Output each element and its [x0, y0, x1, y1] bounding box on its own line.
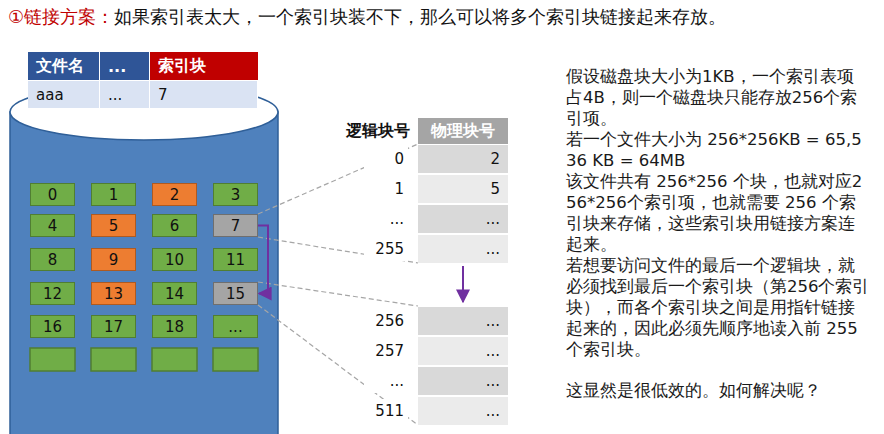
block-number: 11 — [226, 251, 245, 269]
disk-block: 2 — [152, 183, 197, 206]
table-cell: 索引块 — [150, 52, 258, 80]
index-cell: 257 — [364, 339, 408, 363]
block-number: 17 — [104, 318, 123, 336]
block-number: 8 — [48, 251, 58, 269]
disk-block: 18 — [152, 315, 197, 338]
block-number: 12 — [43, 285, 62, 303]
disk-block: 17 — [91, 315, 136, 338]
block-number: ... — [228, 318, 242, 336]
disk-block: 1 — [91, 183, 136, 206]
block-number: 10 — [165, 251, 184, 269]
index-cell: ... — [418, 204, 508, 233]
block-number: 16 — [43, 318, 62, 336]
block-number: 2 — [170, 186, 180, 204]
index-cell: ... — [418, 336, 508, 365]
block-number: 13 — [104, 285, 123, 303]
pointer-arrow — [258, 226, 268, 294]
block-number: 15 — [226, 285, 245, 303]
heading-text: 如果索引表太大，一个索引块装不下，那么可以将多个索引块链接起来存放。 — [114, 6, 726, 27]
explanation-paragraph: 这显然是很低效的。如何解决呢？ — [566, 380, 870, 401]
table-cell: ... — [100, 80, 150, 108]
disk-block: 6 — [152, 214, 197, 237]
table-cell: 7 — [150, 80, 258, 108]
index-cell: ... — [418, 396, 508, 425]
empty-blocks — [30, 348, 258, 371]
disk-block: ... — [213, 315, 258, 338]
index-cell: ... — [364, 369, 408, 393]
block-number: 3 — [231, 186, 241, 204]
disk-block: 4 — [30, 214, 75, 237]
disk-block: 12 — [30, 282, 75, 305]
disk-body — [10, 112, 278, 434]
table-cell: ... — [100, 52, 150, 80]
index-cell: ... — [418, 306, 508, 335]
block-number: 4 — [48, 217, 58, 235]
block-number: 0 — [48, 186, 58, 204]
index-cell: 511 — [364, 399, 408, 423]
heading: ①链接方案：如果索引表太大，一个索引块装不下，那么可以将多个索引块链接起来存放。 — [8, 4, 726, 30]
explanation: 假设磁盘块大小为1KB，一个索引表项占4B，则一个磁盘块只能存放256个索引项。… — [566, 66, 870, 401]
block-number: 18 — [165, 318, 184, 336]
disk-block: 10 — [152, 248, 197, 271]
disk-block: 7 — [213, 214, 258, 237]
table-cell: aaa — [28, 80, 100, 108]
block-number: 1 — [109, 186, 119, 204]
table-cell: 文件名 — [28, 52, 100, 80]
heading-keyword: ①链接方案： — [8, 6, 114, 27]
index-cell: 2 — [418, 144, 508, 173]
disk-block: 16 — [30, 315, 75, 338]
disk-block: 5 — [91, 214, 136, 237]
block-number: 7 — [231, 217, 241, 235]
disk-block: 0 — [30, 183, 75, 206]
disk-block: 15 — [213, 282, 258, 305]
disk-block: 9 — [91, 248, 136, 271]
explanation-paragraph: 若一个文件大小为 256*256KB = 65,536 KB = 64MB — [566, 129, 870, 171]
index-cell: ... — [418, 234, 508, 263]
explanation-paragraph: 假设磁盘块大小为1KB，一个索引表项占4B，则一个磁盘块只能存放256个索引项。 — [566, 66, 870, 129]
explanation-paragraph: 该文件共有 256*256 个块，也就对应256*256个索引项，也就需要 25… — [566, 171, 870, 255]
column-header: 逻辑块号 — [326, 118, 414, 144]
block-number: 14 — [165, 285, 184, 303]
index-cell: ... — [418, 366, 508, 395]
disk-block: 11 — [213, 248, 258, 271]
index-cell: 256 — [364, 309, 408, 333]
index-cell: 5 — [418, 174, 508, 203]
block-number: 9 — [109, 251, 119, 269]
column-header: 物理块号 — [418, 118, 508, 144]
index-cell: ... — [364, 207, 408, 231]
disk-block: 3 — [213, 183, 258, 206]
block-number: 5 — [109, 217, 119, 235]
block-number: 6 — [170, 217, 180, 235]
explanation-paragraph: 若想要访问文件的最后一个逻辑块，就必须找到最后一个索引块（第256个索引块），而… — [566, 255, 870, 360]
disk-block: 13 — [91, 282, 136, 305]
index-cell: 0 — [364, 147, 408, 171]
index-cell: 1 — [364, 177, 408, 201]
table-link-arrow — [462, 266, 464, 302]
leader-lines — [258, 144, 418, 425]
index-cell: 255 — [364, 237, 408, 261]
disk-block: 14 — [152, 282, 197, 305]
disk-block: 8 — [30, 248, 75, 271]
